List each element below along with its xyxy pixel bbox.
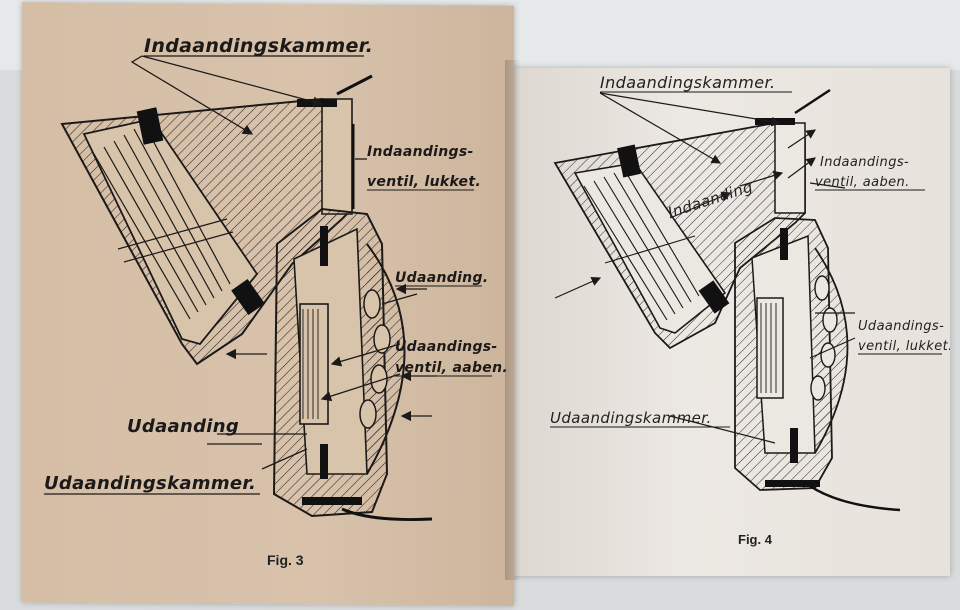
- label-exhale-valve-line2-4: ventil, lukket.: [858, 339, 950, 354]
- figure-4-diagram: Indaandingskammer. Indaandings- ventil, …: [550, 73, 950, 547]
- label-exhale-left: Udaanding: [127, 416, 239, 437]
- valve-housing: [272, 74, 433, 522]
- label-exhale-chamber-4: Udaandingskammer.: [550, 409, 712, 427]
- label-inhale-valve-line1: Indaandings-: [367, 144, 474, 160]
- label-exhale-valve-line1-4: Udaandings-: [858, 319, 944, 334]
- leader-lines-4: [554, 92, 856, 444]
- figure-4-caption: Fig. 4: [738, 532, 773, 547]
- label-exhale-chamber: Udaandingskammer.: [44, 473, 256, 494]
- label-inhale-chamber: Indaandingskammer.: [144, 35, 373, 57]
- label-inhale-valve-line1-4: Indaandings-: [820, 155, 909, 170]
- figure-3-caption: Fig. 3: [267, 552, 304, 568]
- label-inhale-valve-line2-4: ventil, aaben.: [815, 175, 910, 190]
- figure-3-labels: Indaandingskammer. Indaandings- ventil, …: [44, 35, 508, 568]
- figure-3-diagram: Indaandingskammer. Indaandings- ventil, …: [44, 35, 508, 568]
- label-inhale-chamber-4: Indaandingskammer.: [600, 73, 775, 92]
- label-exhale: Udaanding.: [395, 270, 488, 286]
- valve-housing-4: [734, 88, 901, 512]
- label-exhale-valve-line2: ventil, aaben.: [395, 360, 508, 376]
- filter-canister: [60, 97, 353, 366]
- leader-lines: [130, 55, 437, 470]
- label-exhale-valve-line1: Udaandings-: [395, 339, 498, 355]
- label-inhale-valve-line2: ventil, lukket.: [367, 174, 481, 190]
- page-gutter: [505, 60, 521, 580]
- figure-4-labels: Indaandingskammer. Indaandings- ventil, …: [550, 73, 950, 547]
